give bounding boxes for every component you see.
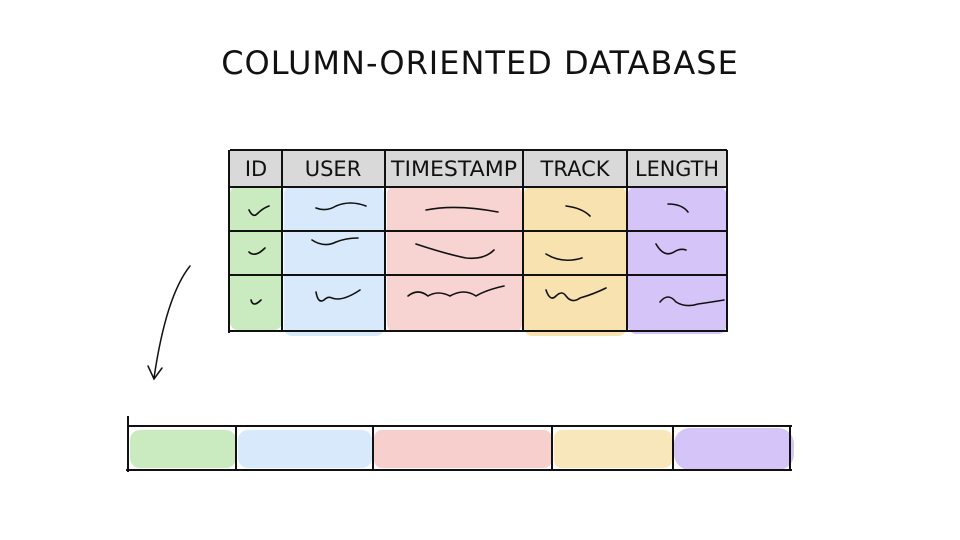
diagram-title: COLUMN-ORIENTED DATABASE — [221, 44, 739, 82]
scribble — [315, 202, 367, 211]
scribble — [315, 289, 361, 302]
arrow-shaft — [153, 265, 191, 379]
scribble — [545, 287, 607, 302]
scribble — [565, 205, 591, 217]
header-length: LENGTH — [635, 157, 719, 181]
storage-strip — [126, 416, 794, 472]
scribble — [415, 243, 495, 260]
scribble — [407, 285, 505, 297]
scribble — [659, 296, 725, 307]
table: ID USER TIMESTAMP TRACK LENGTH — [228, 149, 728, 336]
column-band-length — [628, 186, 726, 334]
table-header-background — [230, 150, 727, 186]
column-band-track — [524, 186, 626, 336]
arrow — [147, 265, 191, 381]
strip-segment-length — [674, 428, 794, 470]
scribble — [248, 247, 266, 256]
scribble — [545, 253, 583, 262]
scribble — [311, 237, 359, 246]
column-band-timestamp — [387, 186, 522, 332]
header-track: TRACK — [540, 157, 611, 181]
scribble — [250, 299, 262, 305]
arrow-head — [147, 365, 163, 381]
header-user: USER — [305, 157, 362, 181]
scribble — [667, 203, 689, 213]
strip-segment-user — [238, 430, 372, 468]
column-band-id — [230, 186, 282, 330]
strip-segment-timestamp — [374, 430, 552, 468]
header-id: ID — [245, 157, 267, 181]
header-timestamp: TIMESTAMP — [390, 157, 517, 181]
strip-segment-id — [130, 430, 236, 468]
scribble — [248, 205, 270, 217]
column-band-user — [284, 186, 384, 336]
scribble — [655, 243, 687, 255]
scribble — [425, 206, 499, 213]
strip-segment-track — [554, 430, 672, 468]
